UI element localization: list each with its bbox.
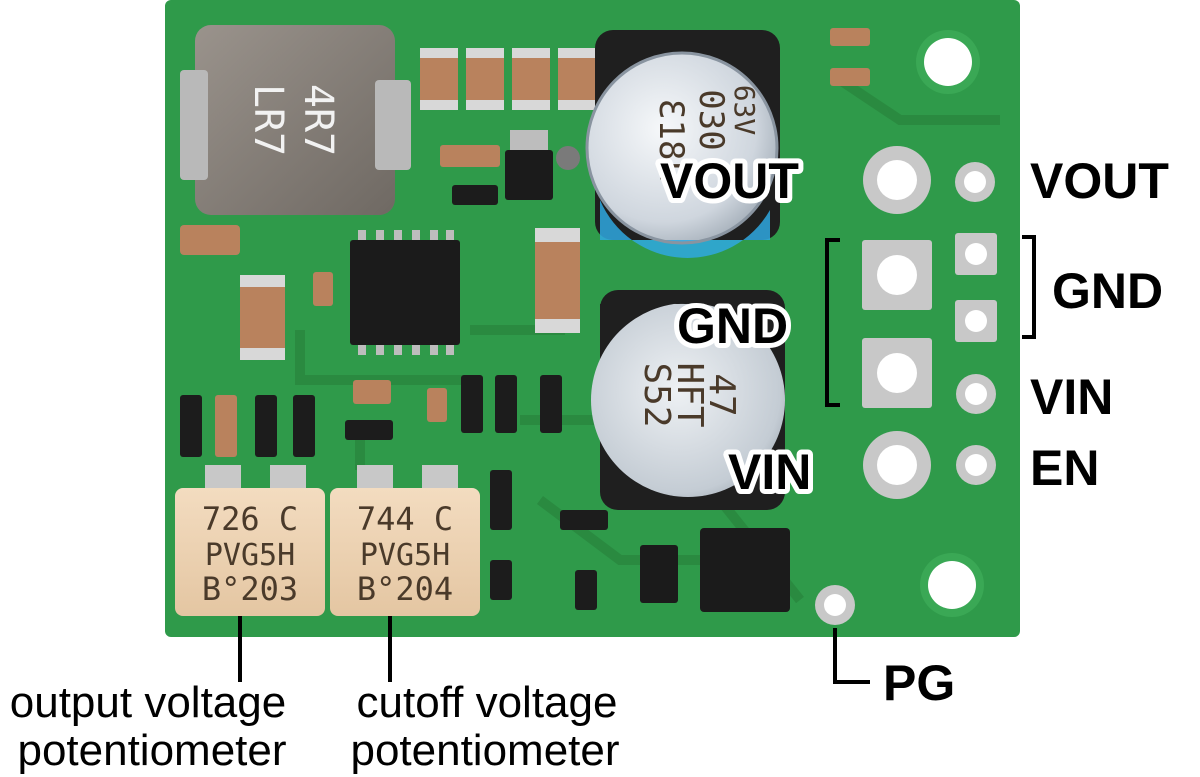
gnd-right-bracket <box>1022 235 1036 339</box>
label-pg: PG <box>883 655 955 711</box>
pot1-marking-1: 726 C <box>202 500 298 538</box>
cutoff-voltage-potentiometer: 744 C PVG5H B°204 <box>330 465 480 616</box>
output-pot-label-line2: potentiometer <box>17 726 286 775</box>
capacitor-bottom: 47 HFT S52 <box>591 290 785 510</box>
cap-bottom-marking-2: HFT <box>669 362 710 427</box>
label-en: EN <box>1030 440 1099 496</box>
label-gnd-right: GND <box>1052 263 1163 319</box>
inductor-marking: 4R7 <box>295 84 341 156</box>
label-vout-left: VOUT <box>660 153 799 209</box>
pin-labels: VOUT VOUT GND GND VIN VIN EN PG <box>655 148 1169 711</box>
label-vout-right: VOUT <box>1030 153 1169 209</box>
inductor-marking-2: LR7 <box>245 84 291 156</box>
pot1-marking-2: PVG5H <box>205 538 295 573</box>
label-vin-right: VIN <box>1030 369 1113 425</box>
diode <box>505 130 580 200</box>
pot2-marking-3: B°204 <box>357 570 453 608</box>
callout-lines <box>238 235 1036 684</box>
label-vin-left: VIN <box>728 444 811 500</box>
cap-top-marking-3: 63V <box>728 85 761 136</box>
callout-labels: output voltage potentiometer cutoff volt… <box>10 678 620 775</box>
smd-capacitors <box>180 28 870 610</box>
cap-bottom-marking-3: S52 <box>636 362 677 427</box>
inductor: 4R7 LR7 <box>180 25 411 215</box>
cutoff-pot-label-line1: cutoff voltage <box>357 678 618 727</box>
cap-top-marking-1: Ɛ18L <box>651 99 691 181</box>
pot2-marking-2: PVG5H <box>360 538 450 573</box>
mounting-hole <box>924 38 972 86</box>
cap-top-marking-2: 030 <box>691 89 731 150</box>
output-voltage-potentiometer: 726 C PVG5H B°203 <box>175 465 325 616</box>
capacitor-top: Ɛ18L 030 63V <box>585 30 780 258</box>
output-pot-label-line1: output voltage <box>10 678 286 727</box>
pg-leader <box>833 628 870 684</box>
label-gnd-left: GND <box>677 298 788 354</box>
pot1-marking-3: B°203 <box>202 570 298 608</box>
cutoff-pot-label-line2: potentiometer <box>350 726 619 775</box>
gnd-left-bracket <box>825 238 840 407</box>
pads <box>815 146 997 625</box>
cap-bottom-marking-1: 47 <box>701 373 742 416</box>
pot2-marking-1: 744 C <box>357 500 453 538</box>
controller-ic <box>350 230 460 355</box>
mounting-hole <box>928 561 976 609</box>
mosfet <box>640 528 790 612</box>
